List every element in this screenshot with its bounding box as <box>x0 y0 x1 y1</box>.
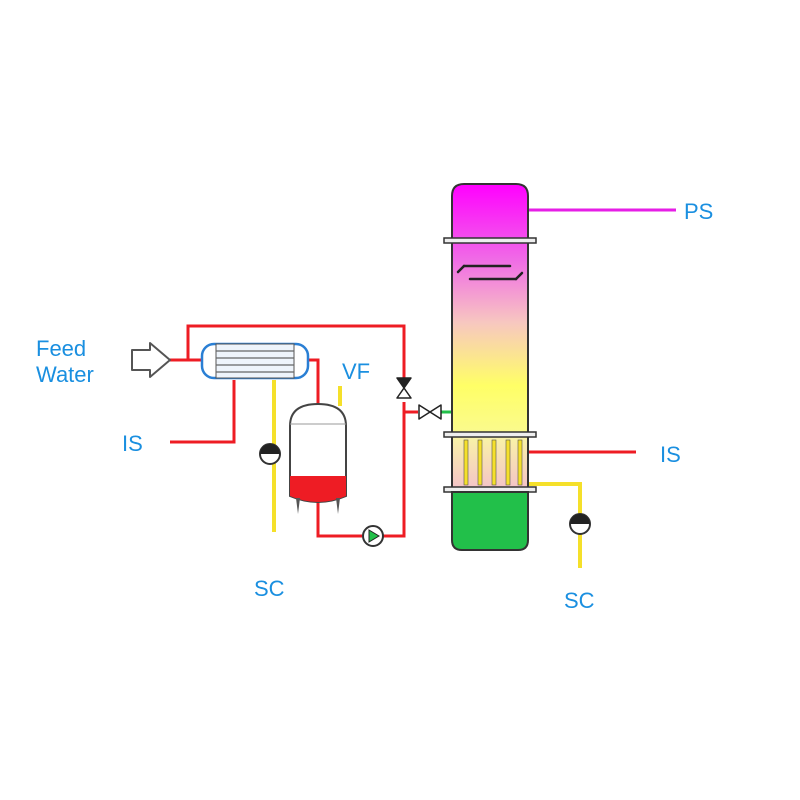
ps-label: PS <box>684 199 714 224</box>
feed-water-label: Feed Water <box>36 336 94 388</box>
sc-condensate-pipe-right <box>528 482 582 568</box>
pump-icon <box>569 513 591 535</box>
preheater-heat-exchanger <box>200 342 310 380</box>
preheater-to-flash-pipe <box>306 358 320 404</box>
preheated-water-pipe <box>186 324 406 378</box>
column-heating-section <box>451 435 529 489</box>
pump-icon <box>362 525 384 547</box>
column-demister <box>456 264 524 281</box>
vf-label: VF <box>342 359 371 384</box>
pump-icon <box>259 443 281 465</box>
is-steam-pipe-left <box>170 380 236 444</box>
arrow-right-icon <box>131 342 171 378</box>
feed-water-label-line2: Water <box>36 362 94 387</box>
flash-vessel <box>289 402 347 514</box>
valve-icon <box>396 377 412 399</box>
valve-icon <box>418 404 442 420</box>
vessel-liquid <box>290 476 346 502</box>
feed-water-label-line1: Feed <box>36 336 87 361</box>
recirculation-pipe <box>382 402 406 538</box>
is-label-left: IS <box>122 431 143 456</box>
evaporator-column <box>443 183 537 551</box>
column-sump <box>451 491 529 551</box>
sc-label-left: SC <box>254 576 285 601</box>
is-label-right: IS <box>660 442 681 467</box>
sc-label-right: SC <box>564 588 595 613</box>
column-vapor-section <box>451 183 529 437</box>
flash-bottom-pipe <box>316 496 362 538</box>
column-tubes <box>463 439 523 486</box>
